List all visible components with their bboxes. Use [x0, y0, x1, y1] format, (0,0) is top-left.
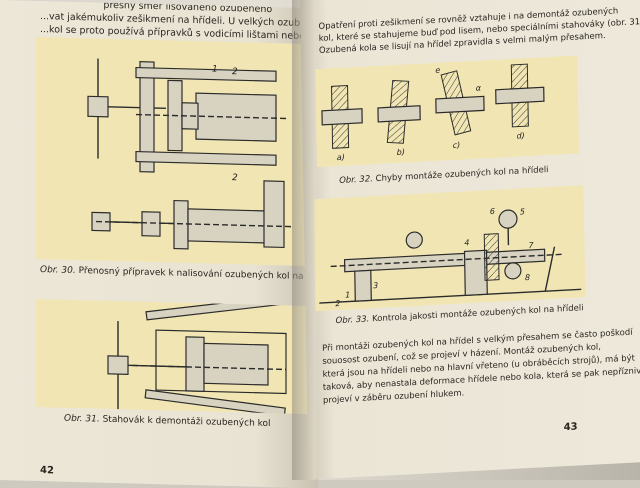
figure-32-number: Obr. 32. [339, 174, 373, 186]
fig32-label-b: b) [397, 148, 405, 157]
right-page-number: 43 [564, 422, 578, 434]
figure-32-drawing: a) b) c) d) e α [315, 55, 579, 167]
fig32-label-alpha: α [476, 84, 482, 93]
fig33-label-8: 8 [525, 273, 530, 282]
figure-32-caption: Obr. 32. Chyby montáže ozubených kol na … [339, 165, 549, 186]
figure-33-panel: 1 2 3 4 5 6 7 8 [313, 185, 585, 311]
figure-30-caption-text: Přenosný přípravek k nalisování ozubenýc… [79, 266, 318, 283]
fig32-label-e: e [435, 66, 440, 75]
figure-32-panel: a) b) c) d) e α [315, 55, 579, 167]
fig33-label-3: 3 [373, 281, 378, 290]
left-page-number: 42 [40, 465, 54, 476]
figure-30-number: Obr. 30. [40, 265, 76, 276]
figure-33-number: Obr. 33. [336, 314, 370, 326]
fig30-label-2a: 2 [232, 67, 238, 77]
fig33-label-5: 5 [520, 207, 525, 216]
figure-31-caption: Obr. 31. Stahovák k demontáži ozubených … [64, 414, 271, 429]
fig32-label-c: c) [453, 141, 461, 150]
fig32-label-d: d) [516, 131, 524, 140]
figure-32-caption-text: Chyby montáže ozubených kol na hřídeli [376, 165, 549, 184]
fig33-label-4: 4 [464, 238, 469, 247]
figure-30-caption: Obr. 30. Přenosný přípravek k nalisování… [40, 265, 318, 283]
figure-31-caption-text: Stahovák k demontáži ozubených kol [103, 415, 271, 429]
right-page: Opatření proti zešikmení se rovněž vztah… [300, 0, 640, 480]
figure-31-number: Obr. 31. [64, 414, 100, 425]
fig30-label-2b: 2 [232, 173, 238, 183]
figure-30-drawing: 1 2 2 [36, 37, 306, 266]
figure-31-panel [36, 299, 308, 414]
figure-31-drawing [36, 299, 308, 414]
fig30-label-1: 1 [212, 65, 218, 75]
fig33-label-6: 6 [490, 207, 495, 216]
figure-33-drawing: 1 2 3 4 5 6 7 8 [313, 185, 585, 311]
book-gutter [292, 0, 316, 480]
fig33-label-1: 1 [345, 290, 350, 299]
figure-30-panel: 1 2 2 [36, 37, 306, 266]
fig32-label-a: a) [337, 153, 345, 162]
fig33-label-7: 7 [528, 241, 534, 250]
left-page: přesný směr lisovaného ozubeného ...vat … [0, 0, 318, 488]
fig33-label-2: 2 [335, 299, 340, 308]
